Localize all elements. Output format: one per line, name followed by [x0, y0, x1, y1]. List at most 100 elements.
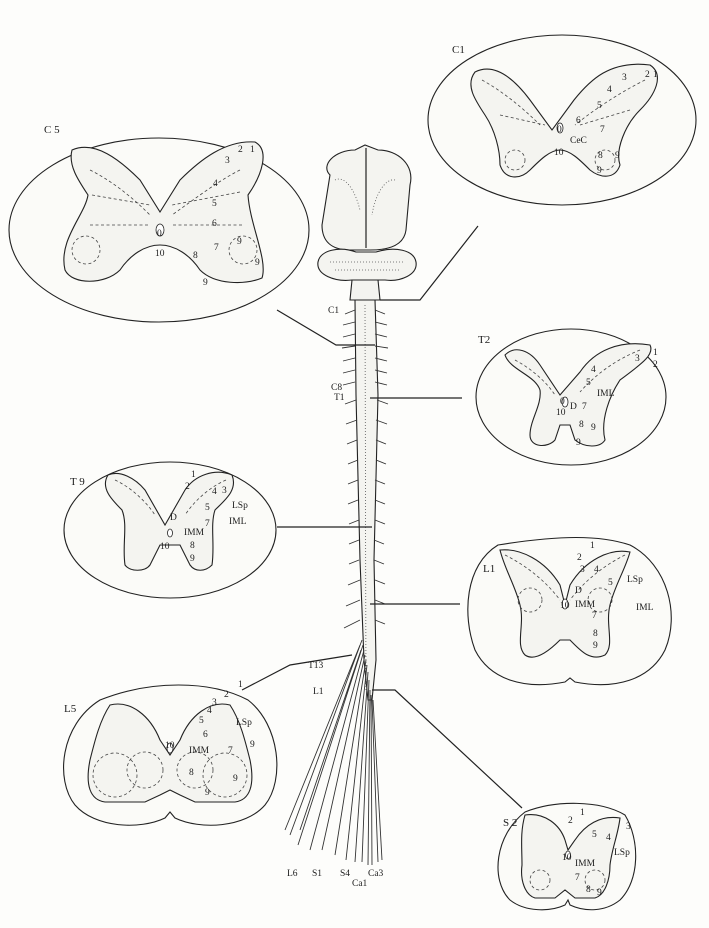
cord-level-l1: L1: [313, 687, 324, 697]
lamina-label: 9: [597, 166, 602, 176]
label-c1: C1: [452, 44, 465, 56]
cord-level-c8: C8: [331, 383, 342, 393]
label-l1: L1: [483, 563, 495, 575]
lamina-label: 4: [212, 487, 217, 497]
lamina-label: 1: [191, 470, 196, 480]
lamina-label: 4: [594, 565, 599, 575]
lamina-label: 1: [238, 680, 243, 690]
lamina-label: 9: [597, 888, 602, 898]
connector-lines: [242, 226, 522, 808]
lamina-label: 10: [556, 408, 566, 418]
lamina-label: LSp: [236, 718, 252, 728]
lamina-label: 10: [155, 249, 165, 259]
lamina-label: 6: [203, 730, 208, 740]
lamina-label: 1: [250, 145, 255, 155]
lamina-label: 2: [577, 553, 582, 563]
section-t9: [64, 462, 276, 598]
lamina-label: LSp: [614, 848, 630, 858]
lamina-label: 5: [586, 378, 591, 388]
label-t2: T2: [478, 334, 490, 346]
lamina-label: 5: [212, 199, 217, 209]
lamina-label: 7: [228, 746, 233, 756]
lamina-label: 5: [608, 578, 613, 588]
lamina-label: 3: [222, 486, 227, 496]
lamina-label: 2: [185, 482, 190, 492]
lamina-label: LSp: [627, 575, 643, 585]
lamina-label: 9: [591, 423, 596, 433]
lamina-label: 4: [213, 179, 218, 189]
lamina-label: 3: [626, 822, 631, 832]
lamina-label: 2: [653, 360, 658, 370]
lamina-label: 5: [592, 830, 597, 840]
lamina-label: 0: [560, 397, 565, 407]
lamina-label: 0: [157, 229, 162, 239]
lamina-label: 9: [190, 554, 195, 564]
lamina-label: IMM: [575, 600, 596, 610]
lamina-label: 10: [560, 601, 570, 611]
lamina-label: 8: [593, 629, 598, 639]
root-ca3: Ca3: [368, 869, 384, 879]
lamina-label: 3: [622, 73, 627, 83]
lamina-label: 5: [597, 101, 602, 111]
lamina-label: IMM: [184, 528, 205, 538]
lamina-label: 9: [205, 788, 210, 798]
lamina-label: 8: [193, 251, 198, 261]
lamina-label: 7: [592, 611, 597, 621]
lamina-label: D: [170, 513, 177, 523]
lamina-label: IML: [597, 389, 615, 399]
section-t2: [476, 329, 666, 465]
lamina-label: IML: [636, 603, 654, 613]
lamina-label: 7: [205, 519, 210, 529]
lamina-label: 9: [233, 774, 238, 784]
lamina-label: 4: [606, 833, 611, 843]
lamina-label: 3: [635, 354, 640, 364]
lamina-label: 3: [580, 565, 585, 575]
lamina-label: 2: [224, 690, 229, 700]
lamina-label: 10: [165, 741, 175, 751]
lamina-label: D: [575, 586, 582, 596]
lamina-label: 9: [255, 258, 260, 268]
lamina-label: 8: [586, 885, 591, 895]
lamina-label: 10: [554, 148, 564, 158]
lamina-label: 4: [207, 706, 212, 716]
lamina-label: 8: [579, 420, 584, 430]
root-s1: S1: [312, 869, 322, 879]
lamina-label: 8: [190, 541, 195, 551]
root-l6: L6: [287, 869, 298, 879]
lamina-label: D: [570, 402, 577, 412]
lamina-label: 5: [199, 716, 204, 726]
lamina-label: 2: [645, 70, 650, 80]
lamina-label: 5: [205, 503, 210, 513]
lamina-label: 7: [600, 125, 605, 135]
lamina-label: 3: [212, 698, 217, 708]
lamina-label: IML: [229, 517, 247, 527]
lamina-label: 2: [238, 145, 243, 155]
brain-illustration: [318, 145, 416, 300]
lamina-label: 8: [189, 768, 194, 778]
root-ca1: Ca1: [352, 879, 368, 889]
lamina-label: 7: [582, 402, 587, 412]
lamina-label: 4: [591, 365, 596, 375]
lamina-label: 4: [607, 85, 612, 95]
lamina-label: 8: [598, 151, 603, 161]
lamina-label: 0: [557, 125, 562, 135]
cord-level-c1: C1: [328, 306, 339, 316]
label-s2: S 2: [503, 817, 517, 829]
cord-level-t1: T1: [334, 393, 345, 403]
lamina-label: 9: [576, 438, 581, 448]
lamina-label: LSp: [232, 501, 248, 511]
lamina-label: 6: [576, 116, 581, 126]
section-l5: [64, 685, 277, 825]
lamina-label: 9: [250, 740, 255, 750]
lamina-label: 9: [593, 641, 598, 651]
lamina-label: 7: [214, 243, 219, 253]
lamina-label: 7: [575, 873, 580, 883]
label-c5: C 5: [44, 124, 60, 136]
lamina-label: 3: [225, 156, 230, 166]
lamina-label: 6: [212, 219, 217, 229]
lamina-label: 1: [580, 808, 585, 818]
label-l5: L5: [64, 703, 77, 715]
lamina-label: 1: [653, 70, 658, 80]
lamina-label: 2: [568, 816, 573, 826]
